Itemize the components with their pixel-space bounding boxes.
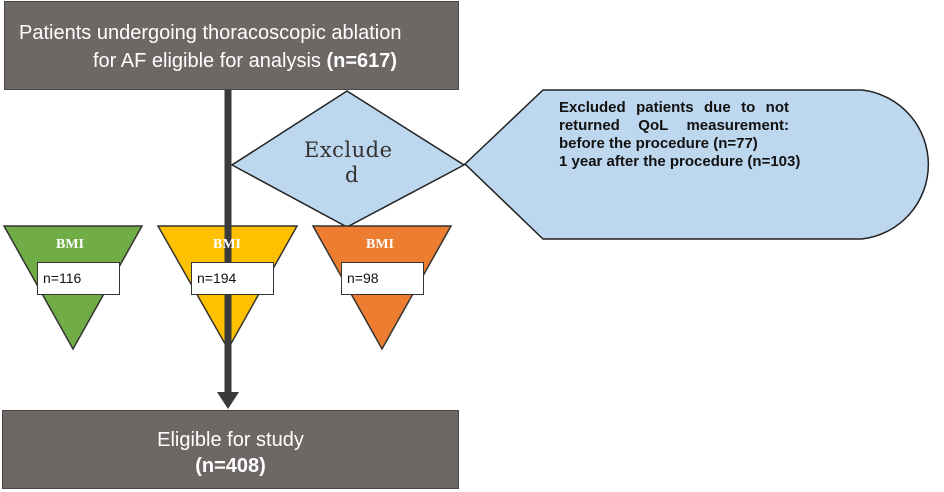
bmi-label-yellow: BMI	[213, 237, 241, 252]
exclusion-callout-main: Excluded patients due to not returned Qo…	[559, 99, 789, 152]
bottom-box-count: (n=408)	[195, 455, 266, 477]
top-enrollment-box: Patients undergoing thoracoscopic ablati…	[4, 1, 459, 90]
exclusion-callout-last-line: 1 year after the procedure (n=103)	[559, 153, 801, 170]
top-box-count: (n=617)	[326, 50, 398, 72]
count-box-orange: n=98	[341, 262, 424, 295]
bottom-eligible-box: Eligible for study (n=408)	[2, 410, 459, 489]
bmi-label-green: BMI	[56, 237, 84, 252]
top-box-line2-text: for AF eligible for analysis	[93, 50, 327, 72]
exclude-label-line2: d	[345, 163, 359, 187]
exclude-label-line1: Exclude	[304, 138, 393, 162]
main-flow-arrowhead	[217, 392, 239, 409]
exclusion-callout-text: Excluded patients due to not returned Qo…	[559, 99, 801, 171]
count-box-green: n=116	[37, 262, 120, 295]
bottom-box-line1: Eligible for study	[157, 429, 304, 451]
top-box-line1: Patients undergoing thoracoscopic ablati…	[19, 22, 402, 44]
bmi-label-orange: BMI	[366, 237, 394, 252]
top-box-line2: for AF eligible for analysis (n=617)	[93, 47, 397, 75]
count-box-yellow: n=194	[191, 262, 274, 295]
exclusion-callout-shape	[463, 89, 930, 240]
